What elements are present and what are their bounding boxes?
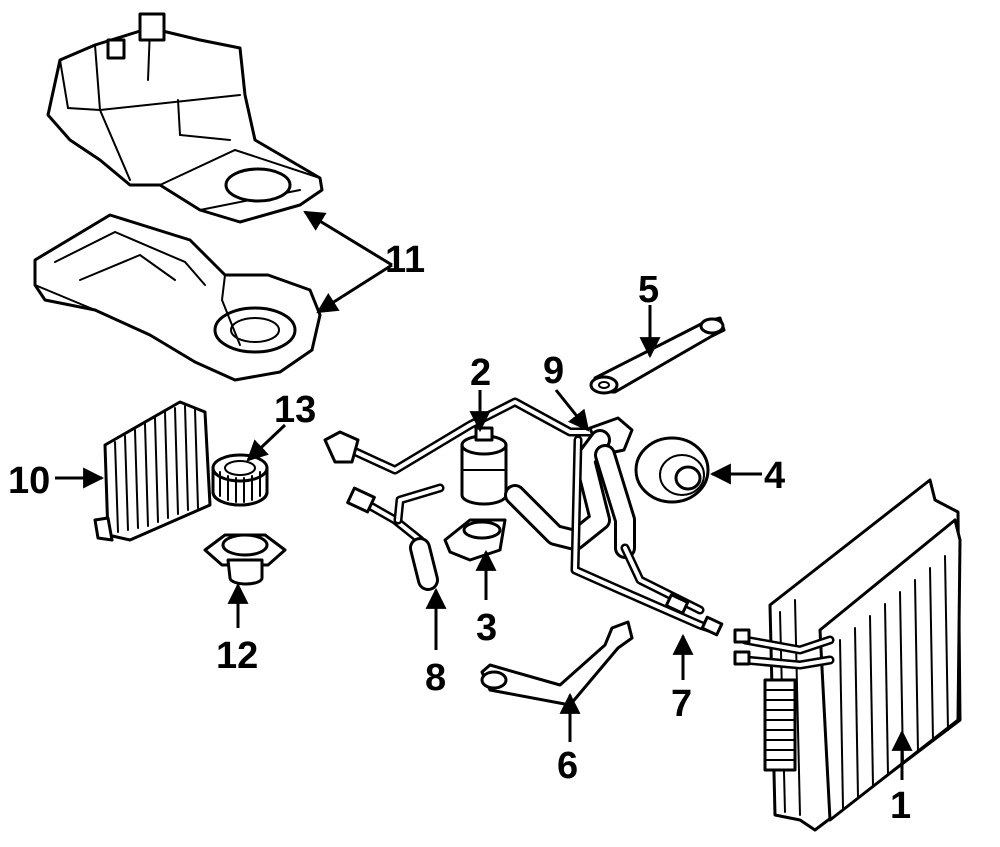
callout-2: 2 (470, 352, 491, 394)
callout-11: 11 (385, 239, 425, 281)
callout-7: 7 (671, 683, 692, 725)
callout-8: 8 (425, 657, 446, 699)
callout-3: 3 (476, 607, 497, 649)
evaporator-core-part (93, 400, 212, 542)
accumulator-part (460, 426, 508, 506)
callout-10: 10 (8, 460, 50, 502)
callout-6: 6 (557, 745, 578, 787)
callout-1: 1 (890, 785, 911, 827)
callout-12: 12 (216, 635, 258, 677)
callout-13: 13 (274, 389, 316, 431)
leader-arrows (55, 210, 913, 780)
compressor-hose-part (504, 429, 636, 559)
accumulator-bracket-part (443, 518, 507, 562)
upper-case-part (46, 12, 324, 224)
blower-wheel-part (211, 453, 269, 507)
condenser-part (733, 478, 962, 832)
suction-hose-part (346, 483, 445, 591)
bracket-5-part (589, 316, 726, 395)
liquid-line-part (570, 435, 724, 637)
callout-9: 9 (543, 350, 564, 392)
lower-case-part (33, 213, 322, 382)
compressor-clutch-part (634, 436, 710, 504)
bracket-6-part (480, 620, 634, 707)
callout-5: 5 (638, 269, 659, 311)
blower-motor-part (203, 533, 287, 586)
callout-4: 4 (764, 455, 785, 497)
pressure-line-part (323, 397, 634, 475)
